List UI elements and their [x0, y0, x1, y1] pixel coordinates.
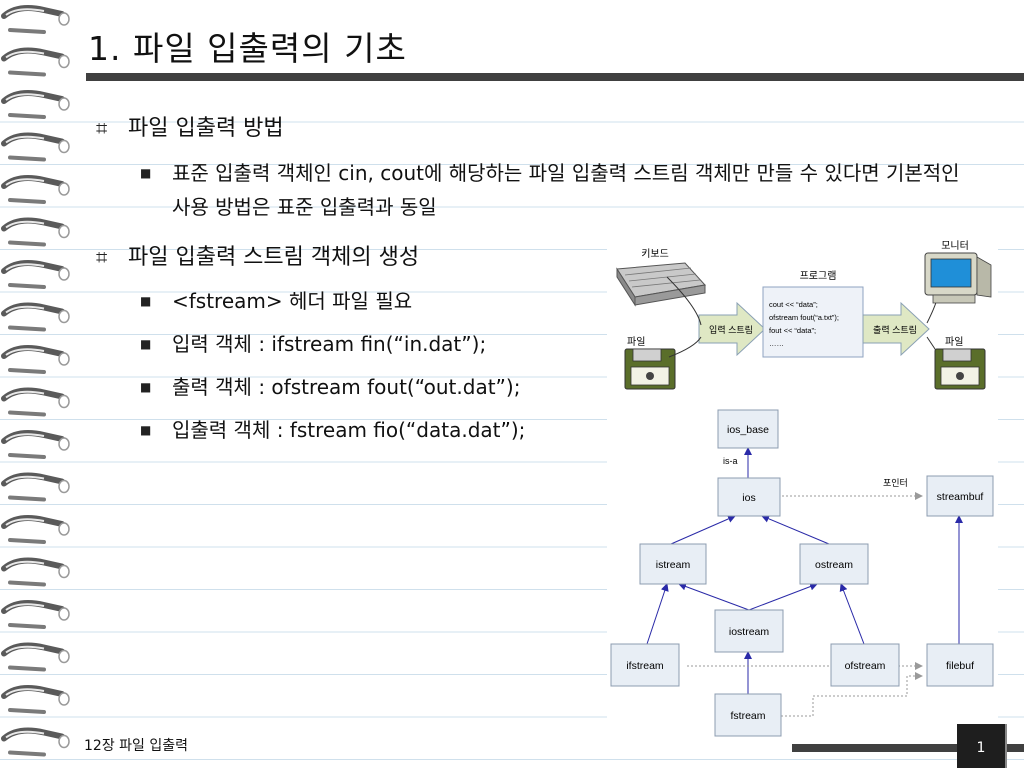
section-1-heading: 파일 입출력 방법 — [128, 116, 284, 141]
section-marker-icon: ⌗ — [96, 116, 108, 140]
input-stream-label: 입력 스트림 — [709, 324, 753, 335]
node-fstream: fstream — [714, 693, 782, 737]
program-box — [762, 286, 864, 358]
svg-text:ifstream: ifstream — [626, 660, 664, 672]
svg-text:ostream: ostream — [815, 559, 853, 571]
code-line: ofstream fout(“a.txt”); — [769, 313, 839, 322]
footer-bar — [792, 744, 1024, 752]
svg-text:iostream: iostream — [729, 626, 770, 638]
bullet-item: ■ <fstream> 헤더 파일 필요 — [140, 284, 412, 318]
square-bullet-icon: ■ — [140, 166, 152, 180]
input-file-label: 파일 — [627, 336, 645, 348]
node-ios: ios — [717, 477, 781, 517]
node-streambuf: streambuf — [926, 475, 994, 517]
section-2-heading: 파일 입출력 스트림 객체의 생성 — [128, 245, 420, 270]
bullet-text: 입출력 객체 : fstream fio(“data.dat”); — [172, 418, 526, 442]
code-line: cout << “data”; — [769, 300, 818, 309]
square-bullet-icon: ■ — [140, 294, 152, 308]
floppy-disk-icon — [624, 348, 676, 390]
spiral-binding — [0, 3, 70, 757]
bullet-item: ■ 출력 객체 : ofstream fout(“out.dat”); — [140, 370, 520, 404]
bullet-text: 입력 객체 : ifstream fin(“in.dat”); — [172, 332, 487, 356]
code-line: …… — [769, 339, 784, 348]
bullet-text: 출력 객체 : ofstream fout(“out.dat”); — [172, 375, 521, 399]
node-iostream: iostream — [714, 609, 784, 653]
node-ifstream: ifstream — [610, 643, 680, 687]
square-bullet-icon: ■ — [140, 337, 152, 351]
footer-chapter: 12장 파일 입출력 — [84, 738, 188, 754]
node-ofstream: ofstream — [830, 643, 900, 687]
svg-text:ofstream: ofstream — [845, 660, 886, 672]
bullet-text: 표준 입출력 객체인 cin, cout에 해당하는 파일 입출력 스트림 객체… — [172, 161, 960, 219]
svg-text:filebuf: filebuf — [946, 660, 974, 672]
page-number-box: 1 — [957, 724, 1007, 768]
title-underline — [86, 73, 1024, 81]
bullet-text: <fstream> 헤더 파일 필요 — [172, 289, 413, 313]
node-ostream: ostream — [799, 543, 869, 585]
svg-text:ios: ios — [742, 492, 755, 504]
keyboard-icon — [616, 262, 706, 307]
slide-title: 1. 파일 입출력의 기초 — [88, 29, 407, 68]
pointer-label: 포인터 — [883, 478, 908, 488]
input-stream-arrow — [698, 301, 766, 357]
output-file-label: 파일 — [945, 336, 963, 348]
is-a-label: is-a — [723, 456, 738, 466]
file-connector — [668, 336, 702, 358]
bullet-section-2: ⌗ 파일 입출력 스트림 객체의 생성 — [96, 243, 419, 272]
bullet-section-1: ⌗ 파일 입출력 방법 — [96, 114, 284, 143]
bullet-item: ■ 입력 객체 : ifstream fin(“in.dat”); — [140, 327, 486, 361]
keyboard-connector — [666, 276, 702, 326]
class-hierarchy-diagram: is-a 포인터 ios_base ios streambuf istream … — [607, 406, 998, 740]
node-ios-base: ios_base — [717, 409, 779, 449]
keyboard-label: 키보드 — [641, 248, 669, 260]
fstream-filebuf-arrow — [781, 672, 923, 717]
node-filebuf: filebuf — [926, 643, 994, 687]
section-marker-icon: ⌗ — [96, 245, 108, 269]
svg-text:fstream: fstream — [730, 710, 765, 722]
square-bullet-icon: ■ — [140, 380, 152, 394]
bullet-item: ■ 표준 입출력 객체인 cin, cout에 해당하는 파일 입출력 스트림 객… — [140, 156, 970, 224]
program-label: 프로그램 — [800, 270, 837, 282]
floppy-disk-icon — [934, 348, 986, 390]
monitor-label: 모니터 — [941, 240, 969, 252]
stream-flow-figure: 키보드 파일 입력 스트림 프로그램 cout << “data”; ofstr… — [607, 237, 998, 395]
monitor-icon — [924, 252, 992, 304]
output-stream-label: 출력 스트림 — [873, 324, 917, 335]
svg-text:streambuf: streambuf — [937, 491, 984, 503]
output-stream-arrow — [862, 301, 930, 357]
svg-text:ios_base: ios_base — [727, 424, 769, 436]
node-istream: istream — [639, 543, 707, 585]
code-line: fout << “data”; — [769, 326, 816, 335]
bullet-item: ■ 입출력 객체 : fstream fio(“data.dat”); — [140, 413, 525, 447]
square-bullet-icon: ■ — [140, 423, 152, 437]
page-number: 1 — [976, 740, 986, 756]
svg-text:istream: istream — [656, 559, 691, 571]
